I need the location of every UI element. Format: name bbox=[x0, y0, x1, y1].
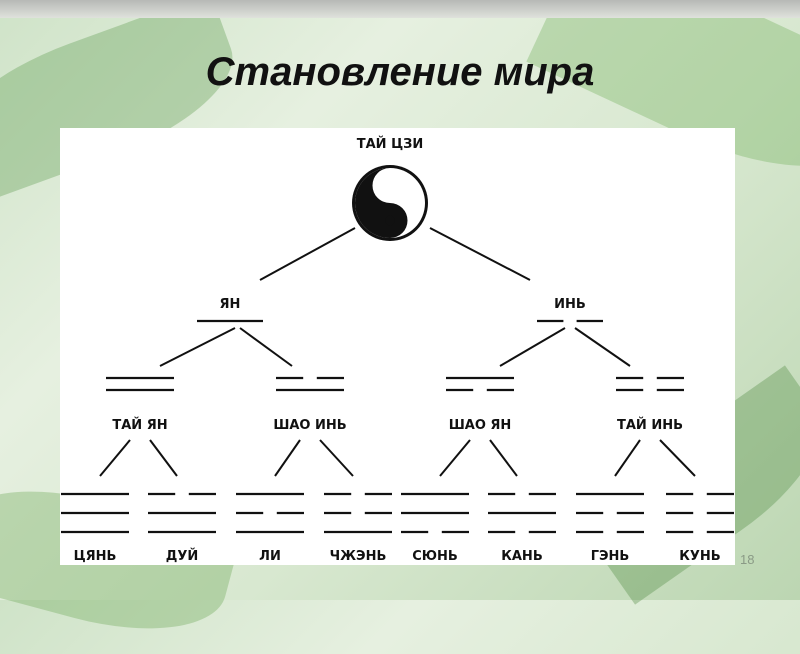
connector-line bbox=[429, 227, 531, 281]
level2-lines bbox=[106, 376, 174, 392]
level2-label: ШАО ИНЬ bbox=[273, 418, 346, 433]
level3-lines bbox=[148, 492, 216, 534]
level2-label: ШАО ЯН bbox=[449, 418, 512, 433]
slide-number: 18 bbox=[740, 552, 755, 567]
level3-label: ГЭНЬ bbox=[591, 549, 630, 564]
level2-group: ТАЙ ЯН ШАО ИНЬ ШАО ЯН ТАЙ ИНЬ bbox=[106, 376, 684, 433]
root-label: ТАЙ ЦЗИ bbox=[357, 136, 424, 152]
connector-line bbox=[239, 327, 293, 367]
connector-line bbox=[659, 439, 696, 477]
connector-line bbox=[574, 327, 631, 367]
level2-lines bbox=[276, 376, 344, 392]
level1-label: ИНЬ bbox=[554, 297, 586, 312]
connector-line bbox=[439, 439, 471, 477]
level3-group: ЦЯНЬ ДУЙ ЛИ ЧЖЭНЬ СЮНЬ КАНЬ ГЭНЬ КУНЬ bbox=[61, 492, 734, 564]
connector-lines bbox=[99, 227, 696, 477]
level3-lines bbox=[401, 492, 469, 534]
connector-line bbox=[259, 227, 356, 281]
level3-lines bbox=[236, 492, 304, 534]
connector-line bbox=[614, 439, 641, 477]
level3-lines bbox=[666, 492, 734, 534]
level1-group: ЯН ИНЬ bbox=[197, 297, 603, 323]
level3-lines bbox=[576, 492, 644, 534]
level3-lines bbox=[324, 492, 392, 534]
level3-label: СЮНЬ bbox=[412, 549, 458, 564]
level1-label: ЯН bbox=[220, 297, 241, 312]
connector-line bbox=[489, 439, 518, 477]
level3-label: ДУЙ bbox=[166, 548, 198, 564]
taiji-derivation-diagram: ТАЙ ЦЗИ ЯН ИНЬ ТАЙ ЯН ШАО ИНЬ ШАО ЯН ТАЙ ИНЬ… bbox=[61, 136, 734, 564]
level3-label: КУНЬ bbox=[679, 549, 720, 564]
level3-label: ЧЖЭНЬ bbox=[330, 549, 387, 564]
connector-line bbox=[274, 439, 301, 477]
slide-title: Становление мира bbox=[205, 50, 595, 94]
top-band bbox=[0, 0, 800, 18]
level3-label: ЦЯНЬ bbox=[74, 549, 117, 564]
connector-line bbox=[99, 439, 131, 477]
level2-lines bbox=[446, 376, 514, 392]
connector-line bbox=[499, 327, 566, 367]
level3-label: КАНЬ bbox=[501, 549, 542, 564]
level3-label: ЛИ bbox=[259, 549, 281, 564]
connector-line bbox=[159, 327, 236, 367]
level3-lines bbox=[61, 492, 129, 534]
connector-line bbox=[319, 439, 354, 477]
level2-label: ТАЙ ЯН bbox=[112, 417, 167, 433]
diagram-panel: ТАЙ ЦЗИ ЯН ИНЬ ТАЙ ЯН ШАО ИНЬ ШАО ЯН ТАЙ ИНЬ… bbox=[60, 128, 735, 565]
level2-label: ТАЙ ИНЬ bbox=[617, 417, 683, 433]
yin-yang-icon bbox=[352, 165, 428, 241]
level2-lines bbox=[616, 376, 684, 392]
level3-lines bbox=[488, 492, 556, 534]
connector-line bbox=[149, 439, 178, 477]
